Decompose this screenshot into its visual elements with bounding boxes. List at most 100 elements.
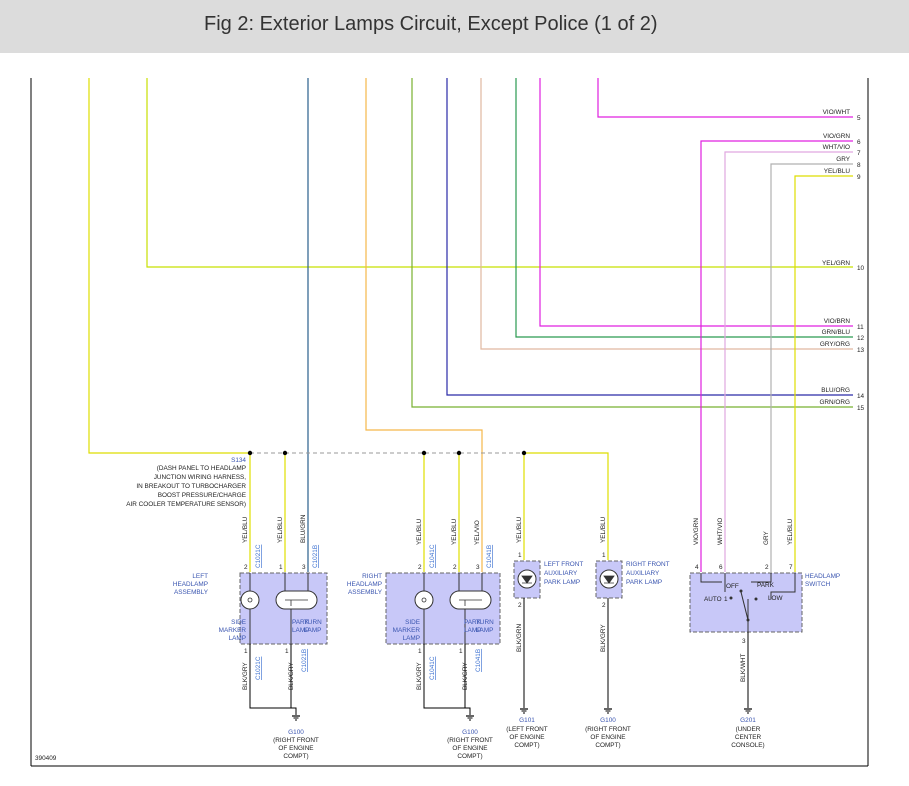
right-wire-pin: 11 <box>857 324 864 331</box>
switch-box <box>689 572 803 633</box>
title-bar: Fig 2: Exterior Lamps Circuit, Except Po… <box>0 0 909 53</box>
pin-number: 1 <box>518 552 522 559</box>
right-wire-pin: 8 <box>857 162 861 169</box>
splice-dot <box>456 450 462 456</box>
wire-label: YEL/BLU <box>416 518 423 545</box>
side-marker-bulb-icon <box>240 590 260 610</box>
headlamp-switch: VIO/GRN WHT/VIO GRY YEL/BLU 4 6 2 7 OFF … <box>689 518 840 708</box>
assembly-name-line: RIGHT <box>362 573 382 580</box>
splice-desc-line: BOOST PRESSURE/CHARGE <box>158 492 246 499</box>
right-wire-pin: 10 <box>857 265 865 272</box>
bulb-filament <box>247 597 253 603</box>
pin-number: 1 <box>285 648 289 655</box>
lamp-label: TURN <box>304 619 322 626</box>
lamp-label: LAMP <box>403 635 420 642</box>
wire-gry-org-13 <box>480 78 853 350</box>
wire-gry-8 <box>770 163 853 572</box>
wire-label: YEL/BLU <box>787 518 794 545</box>
wire-label: VIO/GRN <box>693 518 700 545</box>
ground-desc: (UNDER <box>736 726 761 733</box>
bulb-filament <box>459 599 482 606</box>
led-symbol <box>521 575 533 584</box>
wire-vio-brn-11 <box>539 78 853 327</box>
figure-number: 390409 <box>35 755 57 762</box>
wire-yel-blu-main <box>88 78 250 454</box>
connector-label: C1021B <box>301 649 308 672</box>
lamp-label: PARK LAMP <box>544 579 580 586</box>
switch-pin: 1 <box>724 596 728 603</box>
wire-label: YEL/BLU <box>277 516 284 543</box>
ground-icon <box>466 715 474 721</box>
side-marker-bulb-icon <box>414 590 434 610</box>
lamp-label: LAMP <box>292 627 309 634</box>
pin-number: 1 <box>244 648 248 655</box>
switch-position: PARK <box>757 582 775 589</box>
right-wire-label: WHT/VIO <box>823 144 850 151</box>
splice-desc-line: JUNCTION WIRING HARNESS, <box>154 474 247 481</box>
switch-contact-dot <box>739 589 743 593</box>
connector-label: C1041B <box>486 545 493 568</box>
pin-number: 3 <box>476 564 480 571</box>
connector-label: C1041C <box>429 544 436 568</box>
ground-desc: OF ENGINE <box>590 734 625 741</box>
assembly-name-line: ASSEMBLY <box>348 589 383 596</box>
assembly-name-line: HEADLAMP <box>173 581 208 588</box>
right-wire-label: VIO/WHT <box>823 109 850 116</box>
rf-aux-park-lamp: YEL/BLU 1 RIGHT FRONT AUXILIARY PARK LAM… <box>595 516 670 708</box>
right-wire-label: GRN/BLU <box>822 329 851 336</box>
splice-dot <box>282 450 288 456</box>
ground-name: G100 <box>600 717 616 724</box>
lamp-label: PARK <box>464 619 482 626</box>
assembly-name-line: LEFT <box>192 573 208 580</box>
right-wire-pin: 7 <box>857 150 861 157</box>
pin-number: 2 <box>244 564 248 571</box>
right-wire-label: BLU/ORG <box>821 387 850 394</box>
switch-name: SWITCH <box>805 581 831 588</box>
wire-label: BLK/GRY <box>242 662 249 690</box>
switch-position: AUTO <box>704 596 722 603</box>
wire-yel-grn-10 <box>146 78 853 268</box>
splice-dot <box>247 450 253 456</box>
ground-desc: (LEFT FRONT <box>506 726 548 733</box>
right-wire-label: VIO/BRN <box>824 318 851 325</box>
lamp-label: SIDE <box>231 619 246 626</box>
right-wire-pin: 15 <box>857 405 865 412</box>
ground-desc: (RIGHT FRONT <box>273 737 319 744</box>
ground-desc: OF ENGINE <box>509 734 544 741</box>
ground-name: G201 <box>740 717 756 724</box>
splice-name: S134 <box>231 457 246 464</box>
wire-label: BLK/GRY <box>416 662 423 690</box>
ground-icon <box>744 708 752 714</box>
connector-label: C1021C <box>255 656 262 680</box>
lamp-label: AUXILIARY <box>626 570 660 577</box>
wire-label: YEL/BLU <box>242 516 249 543</box>
lamp-label: PARK <box>292 619 310 626</box>
ground-desc: COMPT) <box>283 753 308 760</box>
lamp-label: SIDE <box>405 619 420 626</box>
ground-labels: G100 (RIGHT FRONT OF ENGINE COMPT) G100 … <box>273 717 765 760</box>
wire-label: BLK/GRN <box>516 624 523 652</box>
lamp-label: TURN <box>476 619 494 626</box>
lamp-label: MARKER <box>219 627 247 634</box>
right-wire-label: YEL/GRN <box>822 260 850 267</box>
pin-number: 1 <box>602 552 606 559</box>
lamp-label: PARK LAMP <box>626 579 662 586</box>
lamp-label: MARKER <box>393 627 421 634</box>
ground-desc: CENTER <box>735 734 762 741</box>
pin-number: 2 <box>453 564 457 571</box>
pin-number: 2 <box>765 564 769 571</box>
pin-number: 3 <box>742 638 746 645</box>
lamp-label: RIGHT FRONT <box>626 561 670 568</box>
ground-name: G101 <box>519 717 535 724</box>
lamp-label: LEFT FRONT <box>544 561 583 568</box>
pin-number: 7 <box>789 564 793 571</box>
ground-desc: CONSOLE) <box>731 742 764 749</box>
led-symbol <box>603 575 615 584</box>
switch-lever <box>740 591 749 621</box>
assembly-name-line: HEADLAMP <box>347 581 382 588</box>
left-headlamp-assembly: YEL/BLU YEL/BLU BLU/GRN C1021C C1021B 2 … <box>173 514 328 715</box>
switch-contact-dot <box>729 596 733 600</box>
ground-icon <box>292 715 300 721</box>
pin-number: 1 <box>279 564 283 571</box>
ground-icon <box>520 708 528 714</box>
